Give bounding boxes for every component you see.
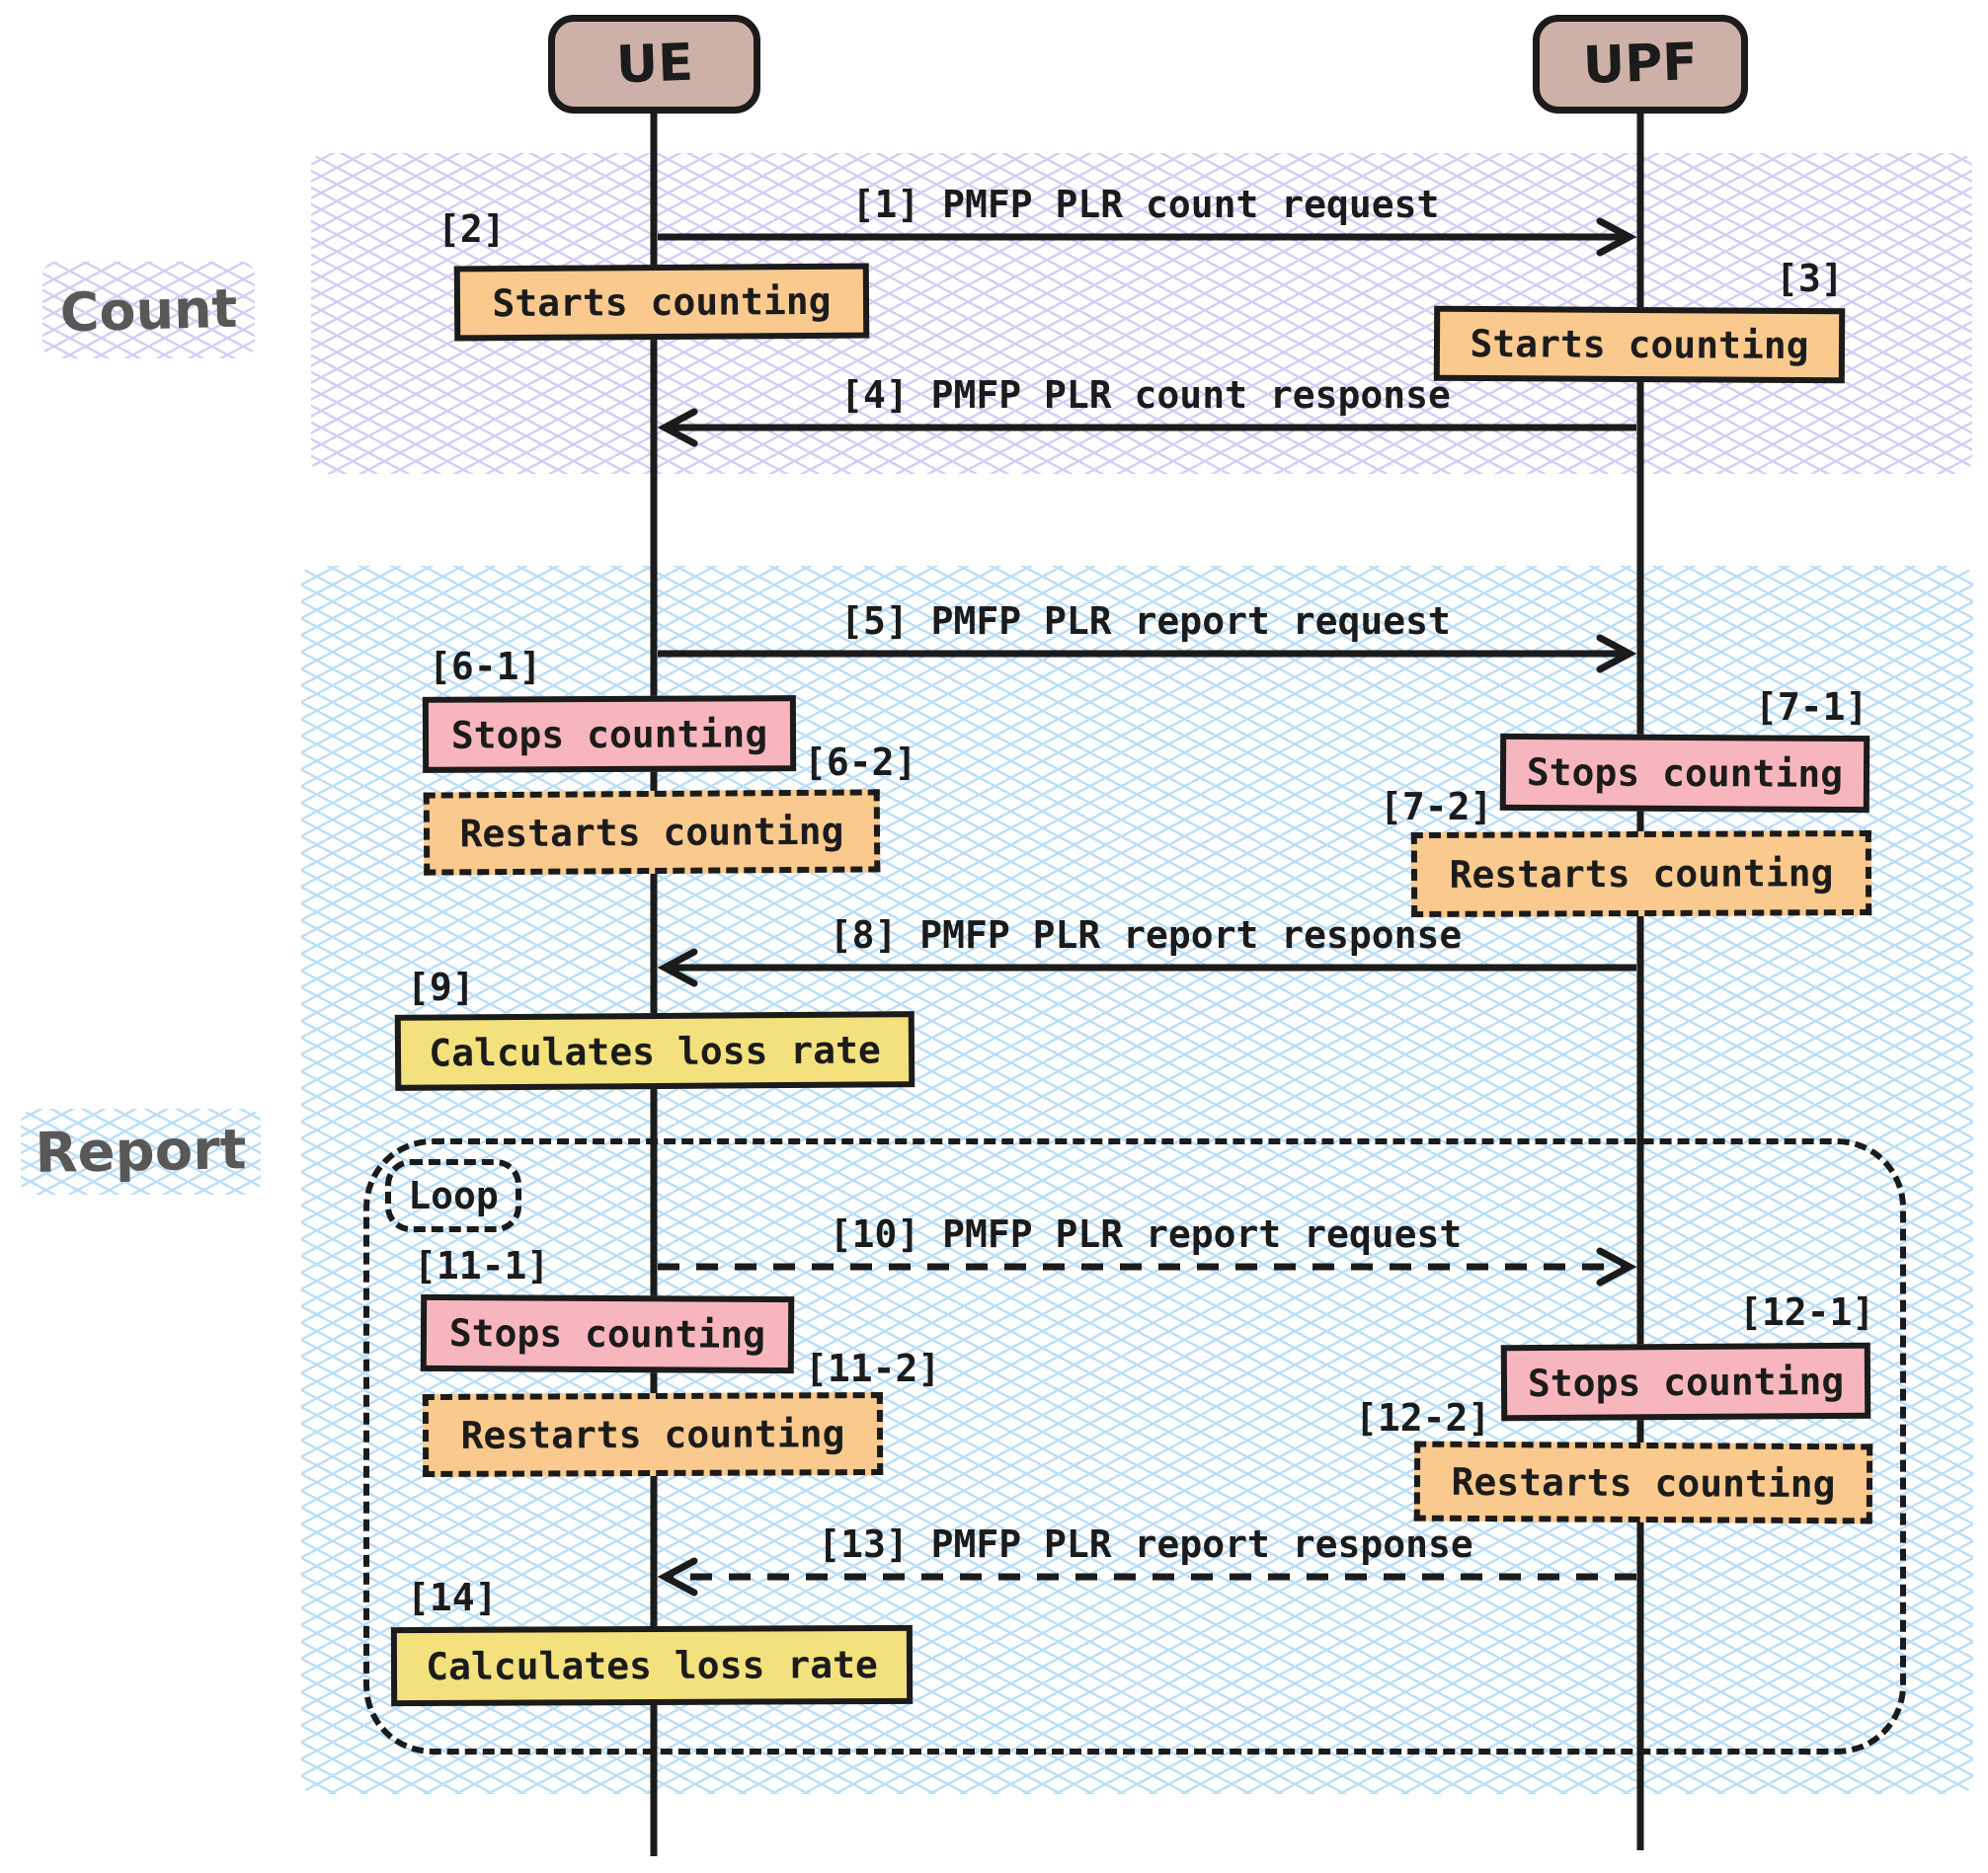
upf-stops-counting-box-1: Stops counting — [1499, 733, 1870, 814]
count-label-patch — [42, 262, 255, 358]
actor-ue-label: UE — [614, 33, 694, 96]
loop-badge-text: Loop — [408, 1174, 499, 1217]
loop-badge: Loop — [385, 1159, 521, 1232]
step-ref-14: [14] — [407, 1576, 498, 1619]
message-label-10: [10] PMFP PLR report request — [829, 1212, 1463, 1256]
step-ref-9: [9] — [407, 966, 475, 1009]
step-ref-12-1: [12-1] — [1739, 1290, 1875, 1334]
count-phase-label-text: Count — [58, 276, 239, 344]
ue-stops-counting-box-2: Stops counting — [420, 1293, 795, 1374]
step-ref-6-1: [6-1] — [429, 645, 542, 688]
count-phase-label: Count — [41, 259, 256, 361]
step-ref-3: [3] — [1776, 257, 1844, 300]
step-ref-7-1: [7-1] — [1755, 685, 1869, 729]
step-ref-11-2: [11-2] — [805, 1347, 941, 1390]
report-label-patch — [21, 1109, 261, 1195]
actor-upf-label: UPF — [1582, 32, 1699, 97]
upf-restarts-counting-box-2: Restarts counting — [1413, 1441, 1873, 1524]
message-label-5: [5] PMFP PLR report request — [840, 599, 1451, 643]
ue-restarts-counting-box-1: Restarts counting — [423, 789, 881, 876]
step-ref-7-2: [7-2] — [1380, 785, 1493, 828]
upf-restarts-counting-box-1: Restarts counting — [1410, 829, 1872, 918]
message-label-13: [13] PMFP PLR report response — [818, 1522, 1473, 1566]
message-label-8: [8] PMFP PLR report response — [829, 913, 1463, 957]
report-phase-label: Report — [20, 1107, 261, 1197]
upf-starts-counting-box: Starts counting — [1433, 305, 1846, 384]
ue-calculates-loss-rate-box-1: Calculates loss rate — [394, 1011, 915, 1091]
step-ref-6-2: [6-2] — [804, 741, 917, 784]
report-phase-label-text: Report — [34, 1118, 248, 1186]
step-ref-11-1: [11-1] — [414, 1244, 550, 1288]
message-label-4: [4] PMFP PLR count response — [840, 373, 1451, 417]
ue-starts-counting-box: Starts counting — [453, 263, 870, 342]
ue-restarts-counting-box-2: Restarts counting — [422, 1391, 884, 1478]
step-ref-12-2: [12-2] — [1355, 1396, 1491, 1440]
upf-stops-counting-box-2: Stops counting — [1500, 1342, 1871, 1422]
actor-upf: UPF — [1533, 15, 1748, 114]
message-label-1: [1] PMFP PLR count request — [851, 183, 1440, 226]
actor-ue: UE — [548, 15, 760, 114]
step-ref-2: [2] — [437, 207, 506, 251]
ue-stops-counting-box-1: Stops counting — [422, 695, 797, 773]
ue-calculates-loss-rate-box-2: Calculates loss rate — [390, 1624, 914, 1707]
loop-frame — [363, 1138, 1906, 1755]
